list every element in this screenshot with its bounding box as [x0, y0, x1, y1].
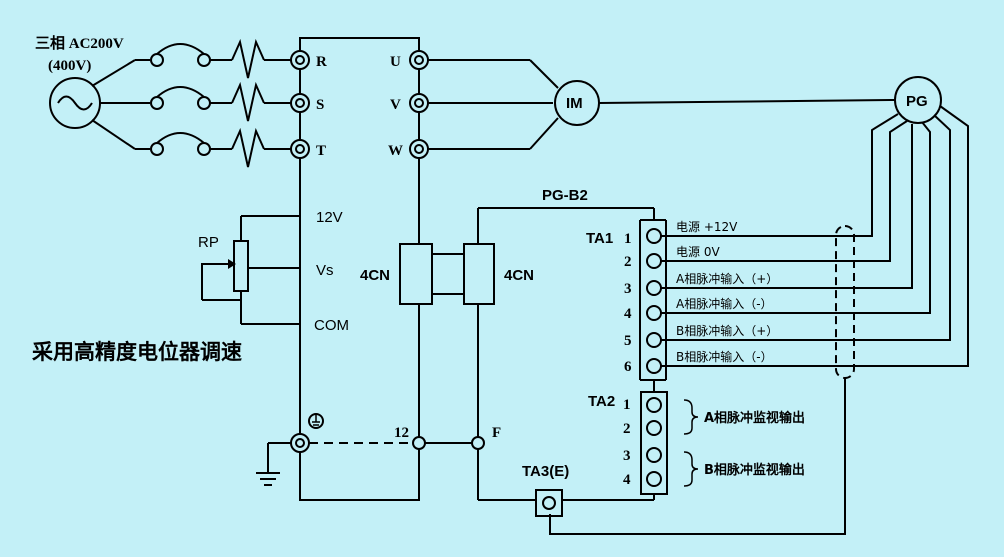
- pot-label: RP: [198, 234, 219, 251]
- card-ground-node: [471, 436, 485, 450]
- pot-12v-label: 12V: [316, 209, 343, 226]
- ta2-num-4: 4: [623, 472, 631, 488]
- ta3-label: TA3(E): [522, 463, 569, 480]
- ta1-strip: [639, 208, 667, 381]
- ground-terminal: [256, 413, 413, 486]
- ta3-terminal: [535, 489, 563, 517]
- ta1-label-4: A相脉冲输入（-）: [676, 296, 773, 311]
- connector-4cn: [399, 243, 495, 305]
- terminal-r-label: R: [316, 54, 327, 70]
- pgb2-card-outline: [477, 207, 654, 501]
- terminal-s-label: S: [316, 97, 324, 113]
- ta1-num-1: 1: [624, 231, 632, 247]
- inverter-ground-node-label: 12: [394, 425, 409, 441]
- ta2-strip: [640, 380, 668, 501]
- ta1-label: TA1: [586, 230, 613, 247]
- terminal-v-label: V: [390, 97, 401, 113]
- ta1-label-2: 电源 0V: [676, 245, 720, 259]
- ac-source: [49, 59, 136, 150]
- ta1-label-5: B相脉冲输入（+）: [676, 323, 778, 338]
- terminal-w-label: W: [388, 143, 403, 159]
- ta2-num-1: 1: [623, 397, 631, 413]
- inverter-4cn-label: 4CN: [360, 267, 390, 284]
- pot-com-label: COM: [314, 317, 349, 334]
- supply-alt-voltage-label: (400V): [48, 58, 91, 74]
- ta2-brace-b: [683, 451, 699, 487]
- card-ground-node-label: F: [492, 425, 501, 441]
- terminal-u-label: U: [390, 54, 401, 70]
- encoder-label: PG: [906, 93, 928, 110]
- breaker-lines: [135, 38, 292, 168]
- ta1-num-4: 4: [624, 306, 632, 322]
- input-terminals: [290, 50, 310, 159]
- ta2-group-b-label: B相脉冲监视输出: [704, 462, 805, 478]
- ta2-num-3: 3: [623, 448, 631, 464]
- encoder: [894, 76, 942, 124]
- ta1-label-6: B相脉冲输入（-）: [676, 349, 773, 364]
- ta1-num-2: 2: [624, 254, 632, 270]
- terminal-t-label: T: [316, 143, 326, 159]
- caption: 采用高精度电位器调速: [32, 340, 242, 364]
- supply-voltage-label: 三相 AC200V: [35, 34, 124, 52]
- motor-shaft: [598, 99, 896, 104]
- output-terminals: [409, 50, 429, 159]
- motor-wires: [428, 59, 559, 150]
- potentiometer: [201, 215, 300, 325]
- card-name: PG-B2: [542, 187, 588, 204]
- ta1-num-3: 3: [624, 281, 632, 297]
- card-4cn-label: 4CN: [504, 267, 534, 284]
- ta2-brace-a: [683, 399, 699, 435]
- ta2-label: TA2: [588, 393, 615, 410]
- inverter-ground-node: [412, 436, 426, 450]
- ta1-label-1: 电源 +12V: [676, 220, 738, 234]
- motor-label: IM: [566, 95, 583, 112]
- ta2-group-a-label: A相脉冲监视输出: [704, 410, 805, 426]
- ta1-num-6: 6: [624, 359, 632, 375]
- ta2-num-2: 2: [623, 421, 631, 437]
- encoder-wires: [549, 105, 969, 535]
- ta1-num-5: 5: [624, 333, 632, 349]
- ta1-label-3: A相脉冲输入（+）: [676, 271, 778, 286]
- pot-vs-label: Vs: [316, 262, 334, 279]
